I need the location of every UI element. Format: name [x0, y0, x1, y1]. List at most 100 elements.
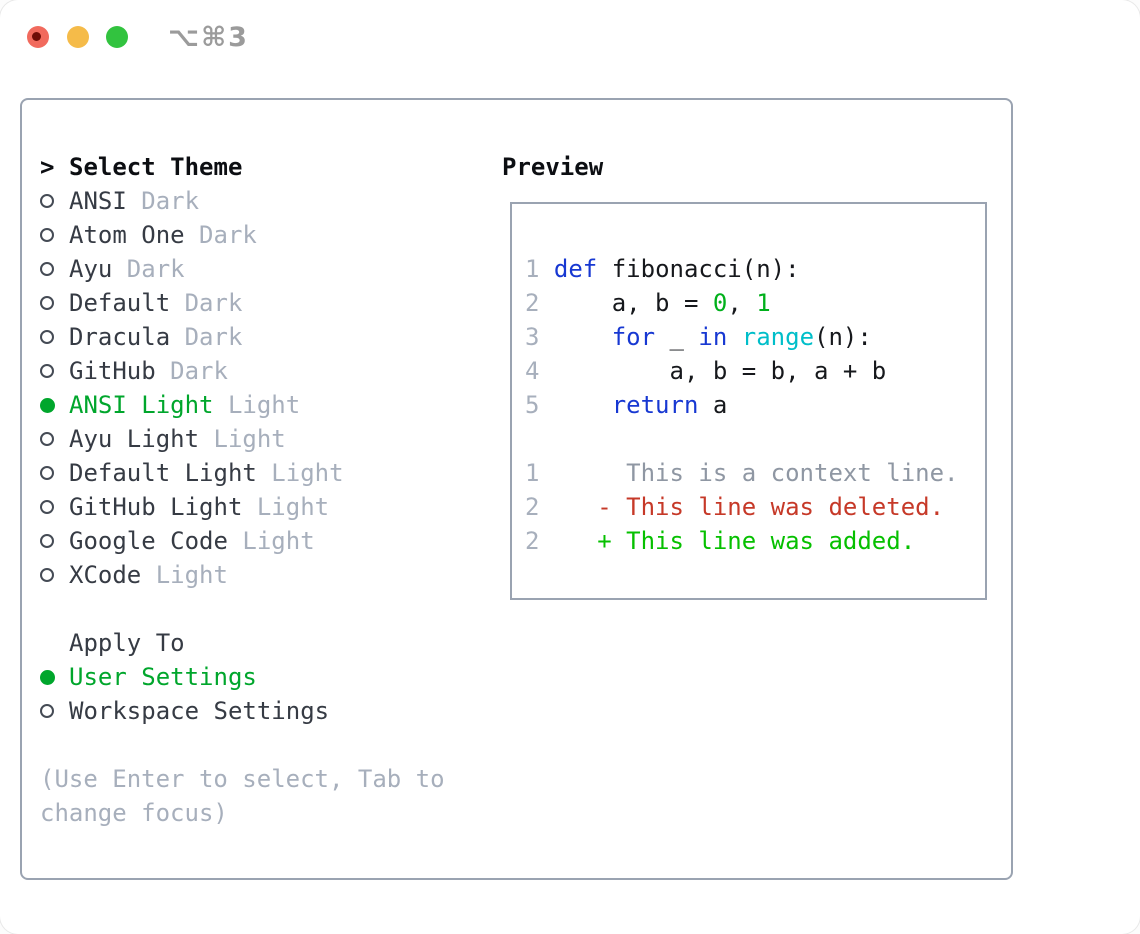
- line-number: 5: [525, 391, 554, 419]
- code-segment: a, b =: [553, 289, 713, 317]
- radio-icon[interactable]: [40, 228, 69, 242]
- preview-title: Preview: [502, 153, 604, 181]
- radio-icon: [40, 262, 54, 276]
- code-line: 4 a, b = b, a + b: [525, 354, 985, 388]
- radio-icon: [40, 194, 54, 208]
- radio-icon: [40, 432, 54, 446]
- code-segment: + This line was added.: [553, 527, 916, 555]
- theme-variant: Light: [213, 391, 301, 419]
- line-number: 1: [525, 255, 554, 283]
- theme-name: XCode: [69, 561, 142, 589]
- radio-icon[interactable]: [40, 432, 69, 446]
- theme-variant: Light: [141, 561, 228, 589]
- theme-option-google-code[interactable]: Google Code Light: [40, 524, 445, 558]
- radio-icon[interactable]: [40, 500, 69, 514]
- theme-option-default[interactable]: Default Dark: [40, 286, 445, 320]
- code-line: [525, 422, 985, 456]
- theme-option-ansi-light[interactable]: ANSI Light Light: [40, 388, 445, 422]
- hint-text: change focus): [40, 799, 228, 827]
- line-number: 4: [525, 357, 554, 385]
- theme-variant: Dark: [155, 357, 228, 385]
- radio-icon[interactable]: [40, 364, 69, 378]
- line-number: 1: [525, 459, 554, 487]
- hint-text: (Use Enter to select, Tab to: [40, 765, 445, 793]
- window-title: ⌥⌘3: [168, 22, 249, 53]
- radio-icon[interactable]: [40, 262, 69, 276]
- radio-icon[interactable]: [40, 466, 69, 480]
- theme-option-xcode[interactable]: XCode Light: [40, 558, 445, 592]
- theme-variant: Dark: [112, 255, 185, 283]
- code-line: 2 - This line was deleted.: [525, 490, 985, 524]
- theme-option-dracula[interactable]: Dracula Dark: [40, 320, 445, 354]
- minimize-button[interactable]: [67, 26, 89, 48]
- apply-option-label: Workspace Settings: [69, 697, 330, 725]
- radio-selected-icon: [40, 397, 55, 413]
- code-segment: This is a context line.: [553, 459, 959, 487]
- code-segment: - This line was deleted.: [553, 493, 945, 521]
- apply-option-user-settings[interactable]: User Settings: [40, 660, 445, 694]
- code-segment: range: [741, 323, 815, 351]
- code-segment: a: [698, 391, 728, 419]
- line-number: [525, 425, 554, 453]
- code-segment: [554, 391, 612, 419]
- keyboard-hint: (Use Enter to select, Tab to change focus…: [40, 762, 445, 830]
- radio-icon[interactable]: [40, 704, 69, 718]
- code-line: 2 a, b = 0, 1: [525, 286, 985, 320]
- code-segment: 1: [756, 289, 771, 317]
- line-number: 2: [525, 527, 554, 555]
- apply-to-header: Apply To: [40, 626, 445, 660]
- radio-icon: [40, 330, 54, 344]
- code-segment: for: [611, 323, 656, 351]
- focus-caret: >: [40, 153, 55, 181]
- radio-icon[interactable]: [40, 568, 69, 582]
- radio-icon[interactable]: [40, 296, 69, 310]
- radio-icon[interactable]: [40, 330, 69, 344]
- theme-name: Default Light: [69, 459, 257, 487]
- spacer: [40, 592, 445, 626]
- radio-icon: [40, 500, 54, 514]
- radio-icon: [40, 296, 54, 310]
- line-number: 3: [525, 323, 554, 351]
- theme-name: Default: [69, 289, 171, 317]
- theme-option-default-light[interactable]: Default Light Light: [40, 456, 445, 490]
- radio-selected-icon[interactable]: [40, 397, 69, 413]
- theme-variant: Light: [199, 425, 286, 453]
- theme-name: GitHub: [69, 357, 156, 385]
- code-line: 3 for _ in range(n):: [525, 320, 985, 354]
- theme-option-github[interactable]: GitHub Dark: [40, 354, 445, 388]
- radio-selected-icon[interactable]: [40, 669, 69, 685]
- line-number: 2: [525, 289, 554, 317]
- close-button-dot: [32, 32, 41, 41]
- theme-option-ayu-light[interactable]: Ayu Light Light: [40, 422, 445, 456]
- radio-icon[interactable]: [40, 194, 69, 208]
- radio-icon: [40, 704, 54, 718]
- theme-option-ayu[interactable]: Ayu Dark: [40, 252, 445, 286]
- theme-name: Dracula: [69, 323, 171, 351]
- preview-header: Preview: [502, 150, 603, 184]
- theme-name: Ayu Light: [69, 425, 200, 453]
- theme-variant: Light: [242, 493, 330, 521]
- code-line: 1 This is a context line.: [525, 456, 985, 490]
- code-segment: [727, 323, 741, 351]
- close-button[interactable]: [27, 26, 49, 48]
- radio-icon: [40, 228, 54, 242]
- theme-option-ansi[interactable]: ANSI Dark: [40, 184, 445, 218]
- radio-icon[interactable]: [40, 534, 69, 548]
- apply-option-workspace-settings[interactable]: Workspace Settings: [40, 694, 445, 728]
- theme-variant: Dark: [170, 289, 243, 317]
- code-segment: 0: [712, 289, 728, 317]
- select-theme-title: Select Theme: [69, 153, 243, 181]
- theme-name: Atom One: [69, 221, 185, 249]
- radio-icon: [40, 466, 54, 480]
- code-line: 2 + This line was added.: [525, 524, 985, 558]
- theme-name: ANSI: [69, 187, 127, 215]
- code-segment: [554, 323, 612, 351]
- theme-variant: Dark: [126, 187, 200, 215]
- zoom-button[interactable]: [106, 26, 128, 48]
- theme-option-atom-one[interactable]: Atom One Dark: [40, 218, 445, 252]
- theme-option-github-light[interactable]: GitHub Light Light: [40, 490, 445, 524]
